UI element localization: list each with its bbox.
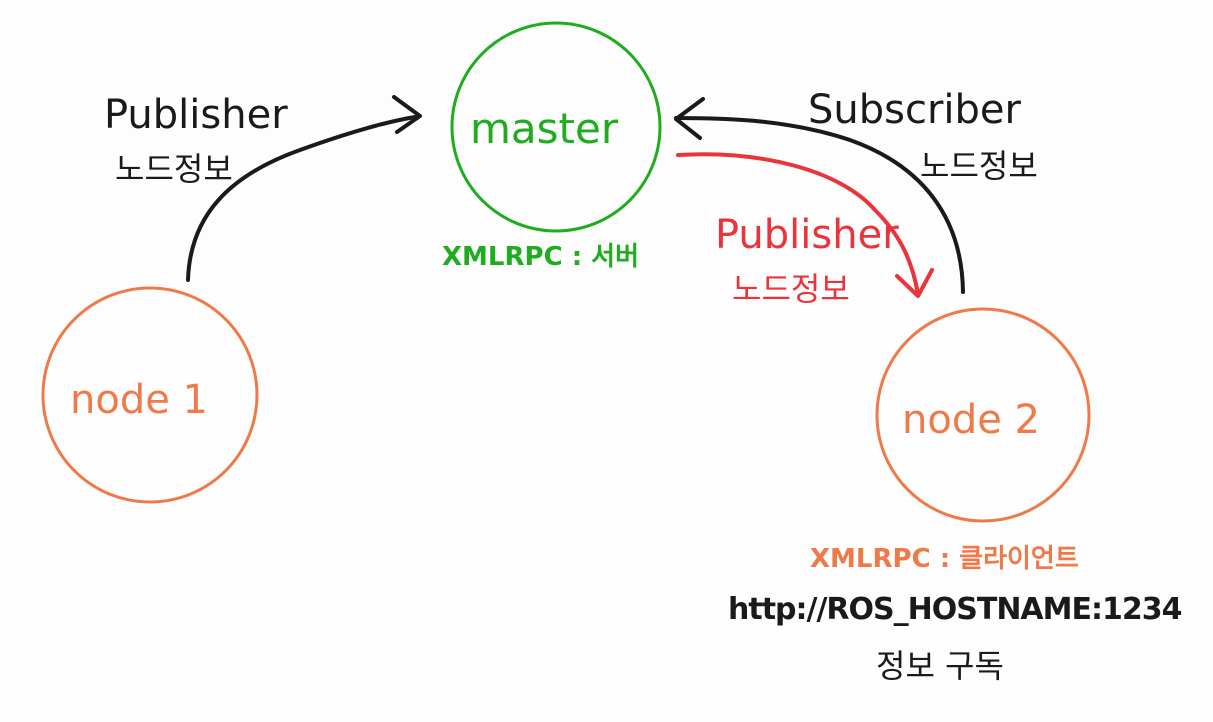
left-node-info-label: 노드정보 bbox=[115, 150, 233, 188]
node2-xmlrpc-label: XMLRPC : 클라이언트 bbox=[810, 544, 1079, 574]
master-to-node2-red-arrowhead bbox=[895, 268, 934, 298]
red-node-info-label: 노드정보 bbox=[732, 270, 850, 308]
master-to-node2-red-arrow bbox=[676, 152, 920, 296]
node2-label: node 2 bbox=[902, 397, 1040, 443]
left-publisher-label: Publisher bbox=[104, 92, 288, 138]
node2-circle bbox=[875, 307, 1091, 523]
node2-url-label: http://ROS_HOSTNAME:1234 bbox=[728, 592, 1182, 627]
node2-subscribe-label: 정보 구독 bbox=[876, 647, 1004, 685]
master-node-circle bbox=[450, 21, 662, 233]
node1-to-master-arrow bbox=[186, 115, 417, 282]
node1-circle bbox=[41, 286, 259, 504]
master-label: master bbox=[470, 104, 619, 153]
node2-to-master-arrowhead bbox=[674, 97, 705, 140]
node1-label: node 1 bbox=[70, 377, 208, 423]
node1-to-master-arrowhead bbox=[392, 95, 422, 134]
red-publisher-label: Publisher bbox=[715, 212, 899, 258]
node2-to-master-arrow bbox=[674, 116, 965, 294]
right-node-info-label: 노드정보 bbox=[920, 147, 1038, 185]
right-subscriber-label: Subscriber bbox=[808, 87, 1021, 133]
master-xmlrpc-label: XMLRPC : 서버 bbox=[442, 242, 639, 272]
